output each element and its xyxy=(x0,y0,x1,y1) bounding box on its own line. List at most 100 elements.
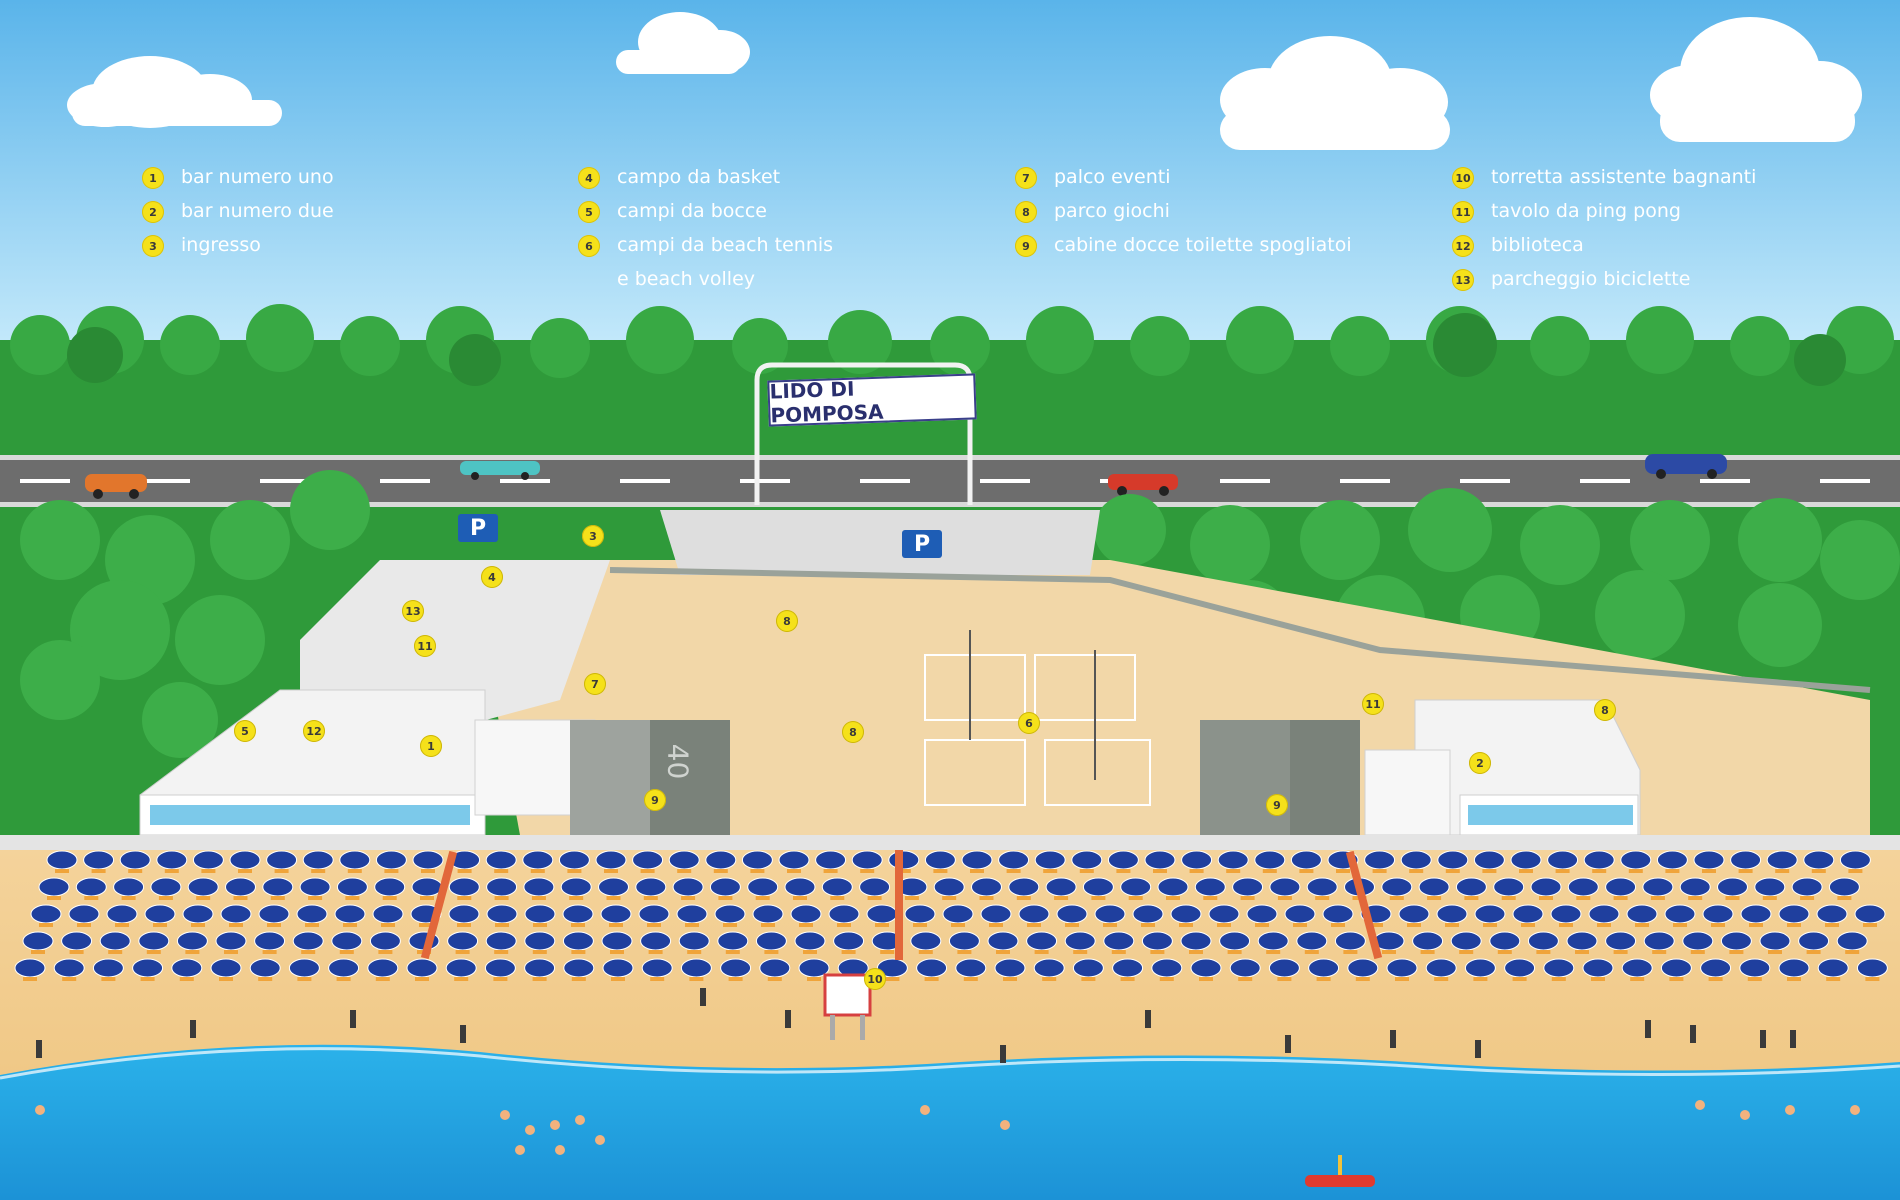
beach-umbrella xyxy=(1791,877,1823,897)
sunbed xyxy=(1702,869,1716,873)
sunbed xyxy=(1445,869,1460,873)
sunbed xyxy=(267,923,281,927)
beach-umbrella xyxy=(220,904,252,924)
sea xyxy=(0,1044,1900,1200)
beach-umbrella xyxy=(1398,904,1430,924)
sunbed xyxy=(91,869,106,873)
sunbed xyxy=(648,950,663,954)
beach-umbrella xyxy=(562,931,594,951)
sunbed xyxy=(823,869,838,873)
beach-umbrella xyxy=(22,931,54,951)
map-marker-library[interactable]: 12 xyxy=(303,720,325,742)
map-marker-playground[interactable]: 8 xyxy=(776,610,798,632)
map-marker-events-stage[interactable]: 7 xyxy=(584,673,606,695)
sunbed xyxy=(382,896,397,900)
beach-umbrella xyxy=(138,931,170,951)
map-marker-bocce[interactable]: 5 xyxy=(234,720,256,742)
map-marker-beach-courts[interactable]: 6 xyxy=(1018,712,1040,734)
beach-umbrella xyxy=(1778,958,1810,978)
sunbed xyxy=(115,923,129,927)
sunbed xyxy=(1497,950,1512,954)
sunbed xyxy=(689,977,704,981)
beach-umbrella xyxy=(778,850,810,870)
swimmer xyxy=(35,1100,1860,1155)
sunbed xyxy=(1238,977,1253,981)
promenade xyxy=(0,835,1900,850)
beach-umbrella xyxy=(833,931,865,951)
sunbed xyxy=(297,977,312,981)
beach-umbrella xyxy=(229,850,261,870)
sunbed xyxy=(1519,869,1533,873)
sunbed xyxy=(1863,923,1877,927)
map-marker-ping-pong[interactable]: 11 xyxy=(414,635,436,657)
sunbed xyxy=(803,950,817,954)
sunbed xyxy=(569,896,584,900)
sunbed xyxy=(650,977,665,981)
beach-umbrella xyxy=(1566,931,1598,951)
tent xyxy=(1364,749,1451,836)
beach-umbrella xyxy=(1816,904,1848,924)
map-marker-bike-parking[interactable]: 13 xyxy=(402,600,424,622)
beach-umbrella xyxy=(448,877,480,897)
beach-umbrellas xyxy=(14,850,1888,981)
sunbed xyxy=(718,896,733,900)
legend-number: 11 xyxy=(1452,201,1474,223)
sunbed xyxy=(640,869,655,873)
beach-umbrella xyxy=(980,904,1012,924)
beach-umbrella xyxy=(524,931,556,951)
beach-umbrella xyxy=(339,850,371,870)
legend-label: biblioteca xyxy=(1491,234,1584,256)
sunbed xyxy=(1079,869,1094,873)
beach-umbrella xyxy=(292,931,324,951)
sunbed xyxy=(1427,896,1442,900)
beach-umbrella xyxy=(1817,958,1849,978)
legend-number: 2 xyxy=(142,201,164,223)
map-marker-playground[interactable]: 8 xyxy=(842,721,864,743)
beach-umbrella xyxy=(1217,850,1249,870)
beach-umbrella xyxy=(1107,850,1139,870)
sunbed xyxy=(1316,977,1331,981)
beach-umbrella xyxy=(1464,958,1496,978)
map-marker-bar-two[interactable]: 2 xyxy=(1469,752,1491,774)
beach-umbrella xyxy=(1308,958,1340,978)
map-marker-lifeguard-tower[interactable]: 10 xyxy=(864,968,886,990)
map-marker-cabins[interactable]: 9 xyxy=(644,789,666,811)
beach-umbrella xyxy=(523,877,555,897)
beach-umbrella xyxy=(1766,850,1798,870)
sunbed xyxy=(384,869,399,873)
map-marker-basketball[interactable]: 4 xyxy=(481,566,503,588)
map-marker-playground[interactable]: 8 xyxy=(1594,699,1616,721)
beach-umbrella xyxy=(171,958,203,978)
sunbed xyxy=(258,977,273,981)
sunbed xyxy=(1331,923,1345,927)
beach-umbrella xyxy=(38,877,70,897)
sunbed xyxy=(378,950,393,954)
map-marker-bar-one[interactable]: 1 xyxy=(420,735,442,757)
sunbed xyxy=(55,869,69,873)
sunbed xyxy=(904,896,919,900)
sunbed xyxy=(493,977,508,981)
sunbed xyxy=(1277,977,1292,981)
sunbed xyxy=(1445,923,1459,927)
map-marker-cabins[interactable]: 9 xyxy=(1266,794,1288,816)
parking-sign: P xyxy=(902,530,942,558)
legend-number: 6 xyxy=(578,235,600,257)
beach-umbrella xyxy=(1257,931,1289,951)
map-marker-ping-pong[interactable]: 11 xyxy=(1362,693,1384,715)
beach-umbrella xyxy=(485,931,517,951)
legend-label: parco giochi xyxy=(1054,200,1170,222)
beach-umbrella xyxy=(635,877,667,897)
beach-umbrella xyxy=(720,958,752,978)
beach-umbrella xyxy=(1504,958,1536,978)
beach-umbrella xyxy=(1347,958,1379,978)
beach-umbrella xyxy=(1660,958,1692,978)
beach-umbrella xyxy=(560,877,592,897)
beach-umbrella xyxy=(288,958,320,978)
sunbed xyxy=(1034,950,1049,954)
sunbed xyxy=(1628,869,1643,873)
sunbed xyxy=(420,896,434,900)
sunbed xyxy=(1043,869,1058,873)
map-marker-entrance[interactable]: 3 xyxy=(582,525,604,547)
